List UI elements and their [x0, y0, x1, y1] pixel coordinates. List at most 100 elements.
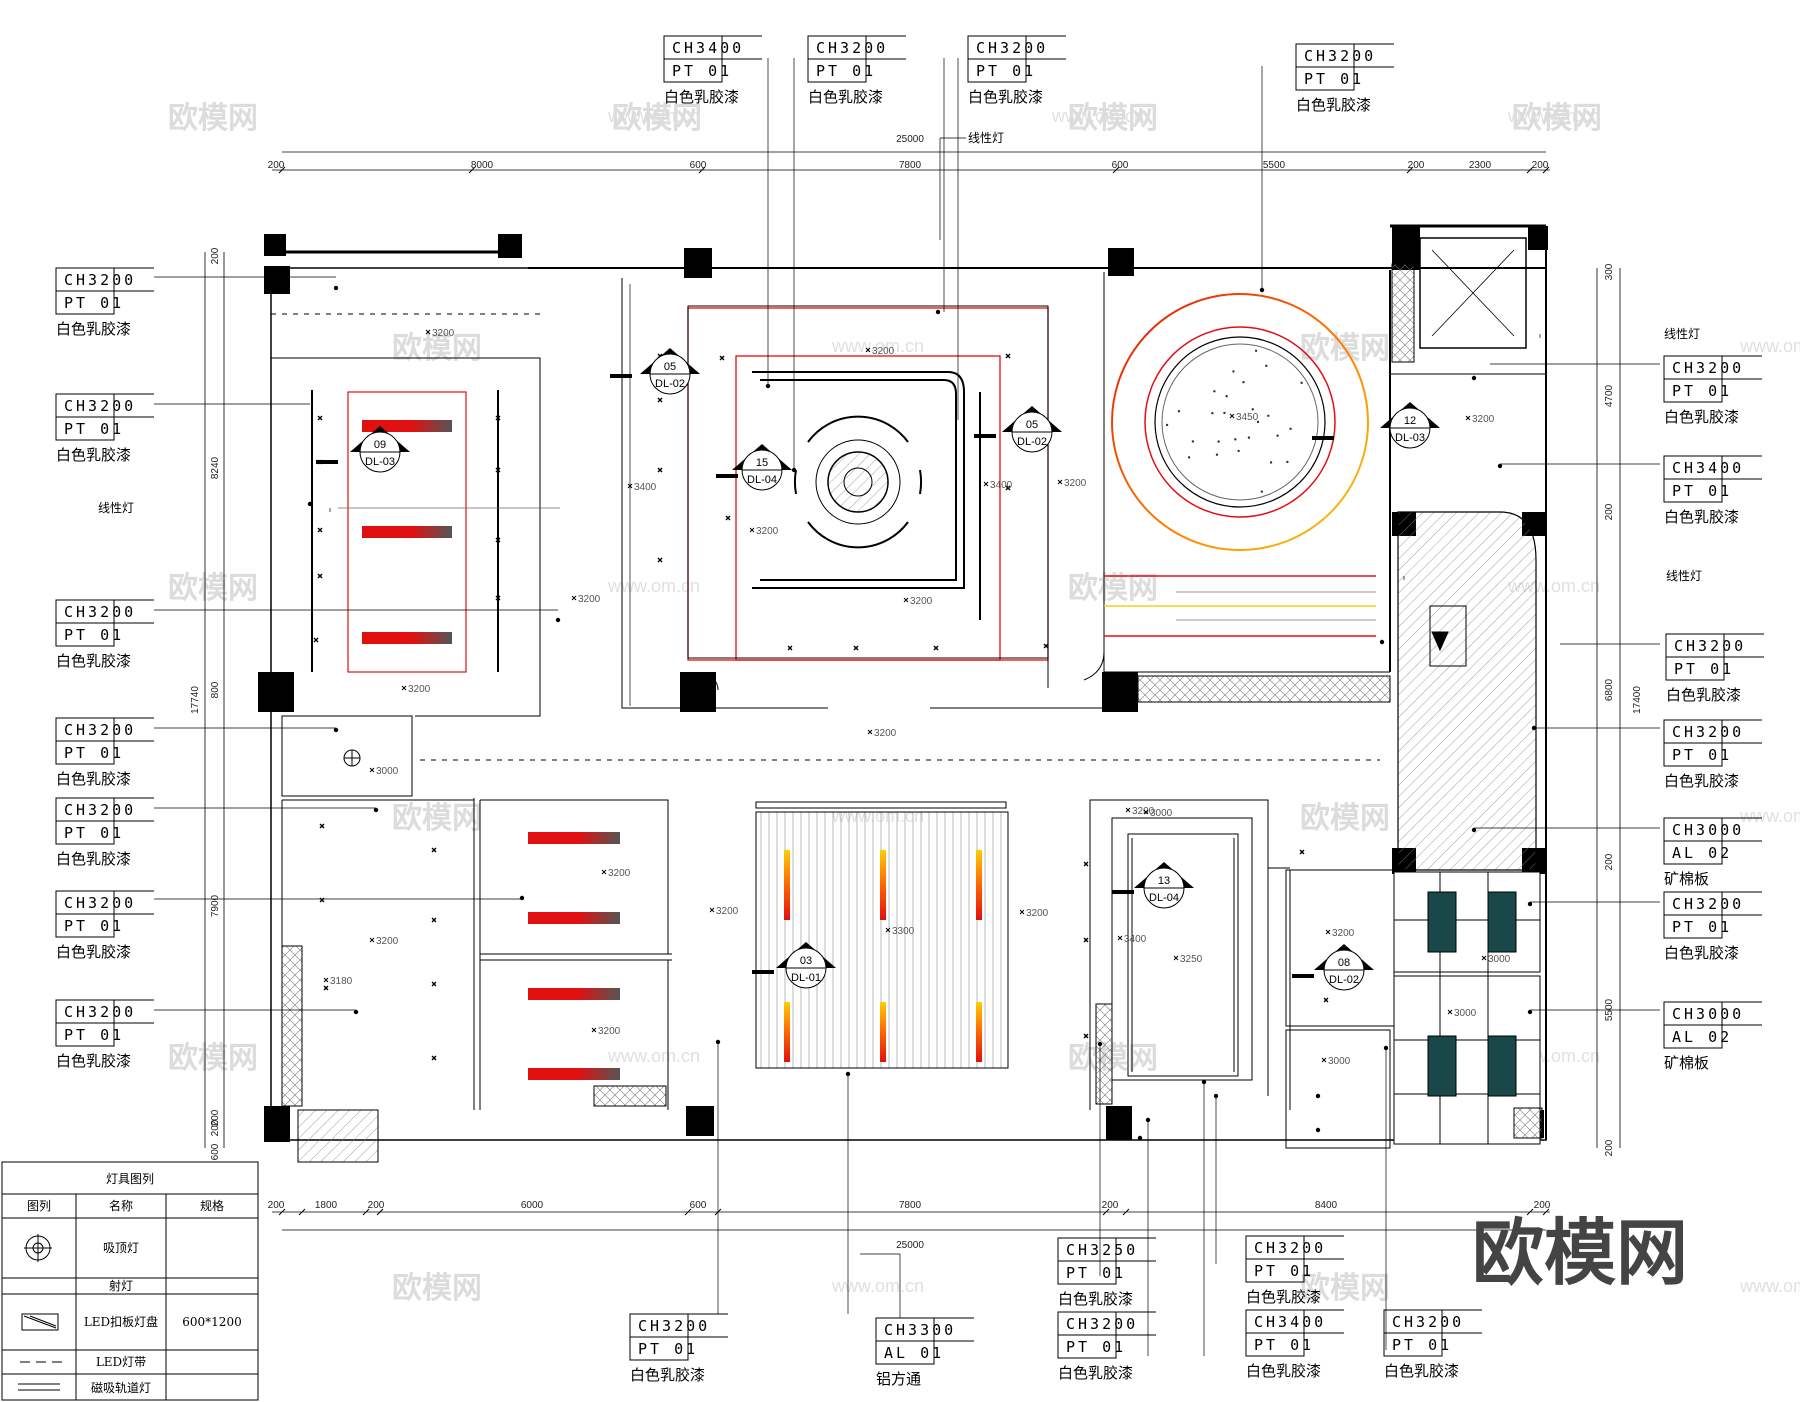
- dim-right: 5500: [1604, 998, 1615, 1021]
- tag-material: PT 01: [64, 1026, 124, 1044]
- tag-material: PT 01: [638, 1340, 698, 1358]
- tag-name: 白色乳胶漆: [664, 88, 739, 106]
- ceiling-height: 3200: [872, 346, 895, 357]
- tag-code: CH3000: [1672, 1005, 1744, 1023]
- watermark-text: 欧模网: [612, 101, 702, 136]
- dimension-lines: [204, 151, 1621, 1231]
- tag-name: 白色乳胶漆: [1666, 686, 1741, 704]
- tag-material: PT 01: [1672, 382, 1732, 400]
- dim-left: 200: [210, 1119, 221, 1136]
- tag-name: 白色乳胶漆: [1058, 1364, 1133, 1382]
- watermark-url: www.om.cn: [1739, 1276, 1800, 1296]
- watermark-text: 欧模网: [392, 801, 482, 836]
- tag-code: CH3200: [816, 39, 888, 57]
- dim-top: 200: [1532, 160, 1549, 171]
- dim-right: 200: [1604, 1139, 1615, 1156]
- symbol-ref: DL-03: [1395, 432, 1425, 444]
- dim-left: 200: [210, 1109, 221, 1126]
- dim-top: 200: [268, 160, 285, 171]
- symbol-number: 05: [664, 361, 676, 373]
- tag-name: 白色乳胶漆: [56, 1052, 131, 1070]
- legend-row-name: LED扣板灯盘: [84, 1314, 158, 1329]
- ceiling-height: 3200: [408, 684, 431, 695]
- ceiling-height: 3250: [1180, 954, 1203, 965]
- tag-name: 铝方通: [876, 1370, 921, 1388]
- tag-material: PT 01: [64, 917, 124, 935]
- tag-material: PT 01: [1254, 1336, 1314, 1354]
- tag-code: CH3400: [672, 39, 744, 57]
- dim-top: 600: [1112, 160, 1129, 171]
- legend-header: 图列: [27, 1199, 51, 1213]
- tag-code: CH3200: [64, 721, 136, 739]
- downlight-dots: [307, 285, 1537, 1141]
- tag-name: 白色乳胶漆: [1058, 1290, 1133, 1308]
- tag-material: PT 01: [1392, 1336, 1452, 1354]
- watermark-text: 欧模网: [168, 1041, 258, 1076]
- legend-header: 名称: [109, 1198, 133, 1213]
- watermark-url: www.om.cn: [1739, 336, 1800, 356]
- tag-material: PT 01: [64, 626, 124, 644]
- ceiling-height: 3000: [1328, 1056, 1351, 1067]
- symbol-ref: DL-01: [791, 972, 821, 984]
- dim-left: 7900: [210, 894, 221, 917]
- tag-material: PT 01: [976, 62, 1036, 80]
- tag-code: CH3200: [1304, 47, 1376, 65]
- ceiling-height: 3400: [990, 480, 1013, 491]
- watermark-url: www.om.cn: [607, 1046, 700, 1066]
- dim-bottom: 200: [268, 1200, 285, 1211]
- brand-logo: 欧模网: [1472, 1211, 1688, 1295]
- dim-top: 8000: [471, 160, 494, 171]
- ceiling-height: 3450: [1236, 412, 1259, 423]
- legend-text: 灯具图列 图列 名称 规格 吸顶灯 射灯 LED扣板灯盘 600*1200 LE…: [27, 1172, 242, 1395]
- tag-name: 白色乳胶漆: [1664, 772, 1739, 790]
- tag-material: PT 01: [1066, 1338, 1126, 1356]
- ceiling-height: 3200: [1132, 806, 1155, 817]
- dim-bottom: 1800: [315, 1200, 338, 1211]
- watermark-text: 欧模网: [1068, 1041, 1158, 1076]
- structural-columns: [258, 226, 1548, 1142]
- dim-top: 2300: [1469, 160, 1492, 171]
- tag-name: 白色乳胶漆: [808, 88, 883, 106]
- symbol-ref: DL-03: [365, 456, 395, 468]
- watermark-url: www.om.cn: [607, 106, 700, 126]
- watermark-text: 欧模网: [1068, 101, 1158, 136]
- watermark-text: 欧模网: [1068, 571, 1158, 606]
- symbol-ref: DL-04: [747, 474, 777, 486]
- led-strips-left: [362, 420, 452, 644]
- stair-area: [1397, 511, 1537, 871]
- room-center-top: [621, 278, 1111, 709]
- tag-material: AL 01: [884, 1344, 944, 1362]
- tag-name: 白色乳胶漆: [630, 1366, 705, 1384]
- symbol-number: 15: [756, 457, 768, 469]
- ceiling-height: 3400: [1124, 934, 1147, 945]
- tag-name: 白色乳胶漆: [56, 652, 131, 670]
- watermark-url: www.om.cn: [831, 1276, 924, 1296]
- symbol-number: 12: [1404, 415, 1416, 427]
- watermark-url: www.om.cn: [1507, 106, 1600, 126]
- dimension-ticks: [278, 166, 1550, 1216]
- symbol-ref: DL-02: [1329, 974, 1359, 986]
- callout-label: 线性灯: [98, 501, 134, 515]
- tag-material: PT 01: [1672, 746, 1732, 764]
- ceiling-height: 3200: [608, 868, 631, 879]
- legend-row-name: 射灯: [109, 1278, 133, 1293]
- tag-name: 白色乳胶漆: [1664, 944, 1739, 962]
- dim-right: 4700: [1604, 384, 1615, 407]
- tag-name: 白色乳胶漆: [1664, 408, 1739, 426]
- symbol-ref: DL-04: [1149, 892, 1179, 904]
- tag-material: AL 02: [1672, 844, 1732, 862]
- watermark-text: 欧模网: [168, 571, 258, 606]
- ceiling-height: 3200: [1472, 414, 1495, 425]
- callout-label: 线性灯: [1664, 327, 1700, 341]
- ceiling-height: 3200: [910, 596, 933, 607]
- watermark-text: 欧模网: [1512, 101, 1602, 136]
